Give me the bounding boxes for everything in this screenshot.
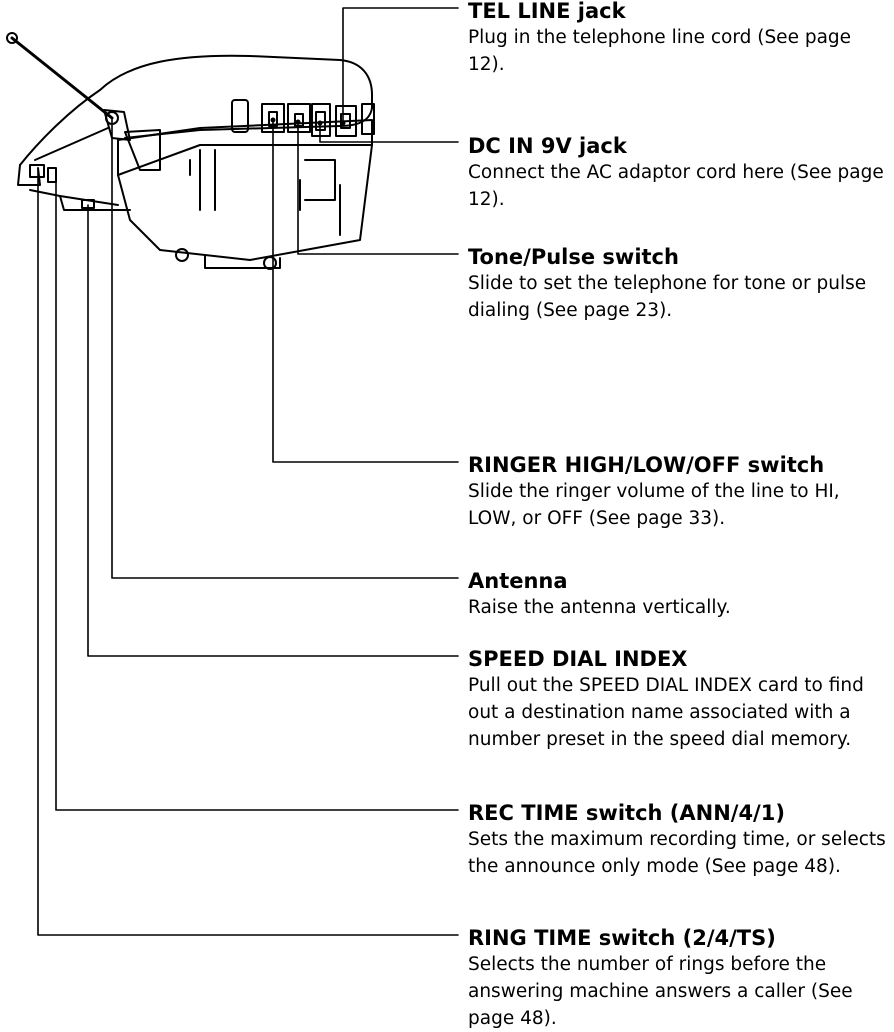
callout-title: Antenna (468, 569, 568, 593)
callout-description: Pull out the SPEED DIAL INDEX card to fi… (468, 675, 864, 750)
callout-description: Slide to set the telephone for tone or p… (468, 273, 867, 321)
callout-speed-dial-index: SPEED DIAL INDEX Pull out the SPEED DIAL… (468, 646, 888, 753)
leader-lines (37, 7, 459, 936)
callout-description: Sets the maximum recording time, or sele… (468, 829, 886, 877)
callout-title: Tone/Pulse switch (468, 245, 679, 269)
phone-body-illustration (17, 54, 375, 270)
callout-tone-pulse-switch: Tone/Pulse switch Slide to set the telep… (468, 244, 868, 324)
antenna-illustration (6, 32, 131, 141)
callout-ring-time-switch: RING TIME switch (2/4/TS) Selects the nu… (468, 925, 888, 1032)
callout-description: Connect the AC adaptor cord here (See pa… (468, 162, 884, 210)
callout-antenna: Antenna Raise the antenna vertically. (468, 568, 888, 621)
callout-title: DC IN 9V jack (468, 134, 627, 158)
callout-description: Slide the ringer volume of the line to H… (468, 481, 840, 529)
callout-title: TEL LINE jack (468, 0, 626, 23)
callout-ringer-switch: RINGER HIGH/LOW/OFF switch Slide the rin… (468, 452, 888, 532)
callout-title: REC TIME switch (ANN/4/1) (468, 801, 785, 825)
callout-dc-in-jack: DC IN 9V jack Connect the AC adaptor cor… (468, 133, 888, 213)
callout-title: RINGER HIGH/LOW/OFF switch (468, 453, 825, 477)
callout-description: Selects the number of rings before the a… (468, 954, 853, 1029)
callout-description: Plug in the telephone line cord (See pag… (468, 27, 852, 75)
callout-title: RING TIME switch (2/4/TS) (468, 926, 776, 950)
callout-description: Raise the antenna vertically. (468, 597, 731, 618)
callout-rec-time-switch: REC TIME switch (ANN/4/1) Sets the maxim… (468, 800, 888, 880)
callout-tel-line-jack: TEL LINE jack Plug in the telephone line… (468, 0, 888, 78)
leader-dots (270, 117, 346, 126)
callout-title: SPEED DIAL INDEX (468, 647, 688, 671)
